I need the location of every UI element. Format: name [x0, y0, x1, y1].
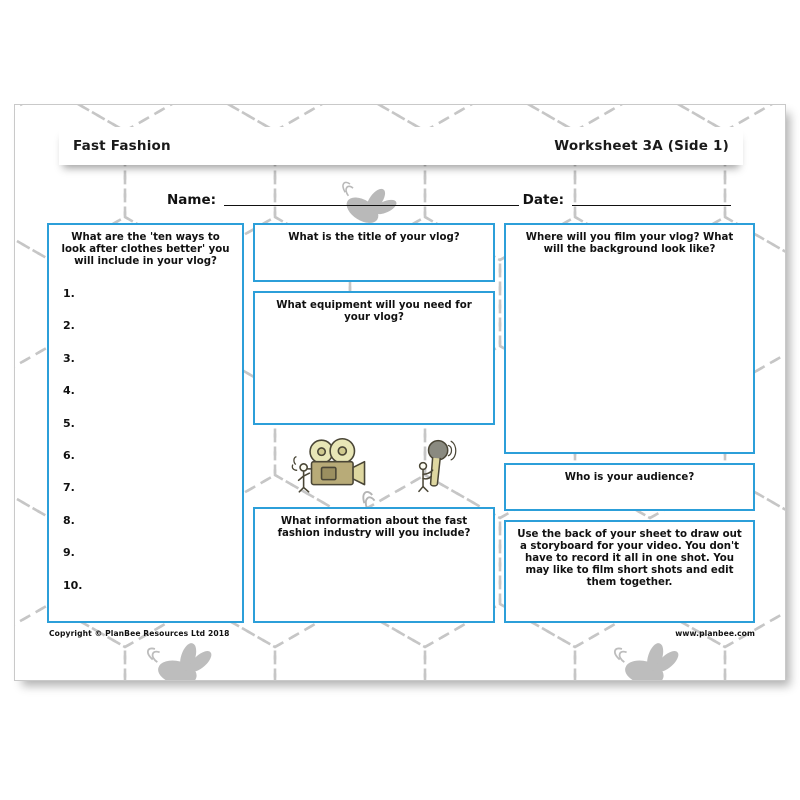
box-fast-fashion-info[interactable]: What information about the fast fashion … [253, 507, 495, 623]
box-vlog-title[interactable]: What is the title of your vlog? [253, 223, 495, 282]
bee-watermark [608, 634, 686, 680]
list-item: 10. [63, 578, 83, 592]
box-equipment[interactable]: What equipment will you need for your vl… [253, 291, 495, 425]
box-filming-location[interactable]: Where will you film your vlog? What will… [504, 223, 755, 454]
list-item: 6. [63, 449, 75, 463]
box-fast-fashion-info-question: What information about the fast fashion … [277, 516, 471, 540]
clipart-strip [253, 434, 495, 498]
column-middle: What is the title of your vlog? What equ… [253, 223, 495, 623]
worksheet-label: Worksheet 3A (Side 1) [554, 138, 729, 154]
worksheet-grid: What are the 'ten ways to look after clo… [47, 223, 755, 623]
box-equipment-question: What equipment will you need for your vl… [276, 300, 472, 324]
list-item: 8. [63, 513, 75, 527]
list-item: 5. [63, 416, 75, 430]
website-link[interactable]: www.planbee.com [675, 629, 755, 638]
box-storyboard-note-text: Use the back of your sheet to draw out a… [517, 529, 742, 589]
page-footer: Copyright © PlanBee Resources Ltd 2018 w… [49, 629, 755, 638]
name-field-group[interactable]: Name: [167, 192, 523, 209]
list-item: 1. [63, 287, 75, 301]
box-ten-ways[interactable]: What are the 'ten ways to look after clo… [47, 223, 244, 623]
page-surface: Fast Fashion Worksheet 3A (Side 1) Name:… [14, 104, 786, 681]
date-label: Date: [522, 192, 564, 208]
copyright-text: Copyright © PlanBee Resources Ltd 2018 [49, 629, 230, 638]
box-ten-ways-question: What are the 'ten ways to look after clo… [61, 232, 230, 268]
list-item: 7. [63, 481, 75, 495]
box-storyboard-note[interactable]: Use the back of your sheet to draw out a… [504, 520, 755, 623]
name-label: Name: [167, 192, 217, 208]
list-item: 9. [63, 546, 75, 560]
box-vlog-title-question: What is the title of your vlog? [288, 232, 460, 243]
worksheet-page: Fast Fashion Worksheet 3A (Side 1) Name:… [14, 104, 786, 681]
date-field-group[interactable]: Date: [523, 192, 735, 209]
bee-watermark [141, 634, 219, 680]
column-right: Where will you film your vlog? What will… [504, 223, 755, 623]
title-bar: Fast Fashion Worksheet 3A (Side 1) [59, 127, 743, 165]
box-audience-question: Who is your audience? [564, 472, 695, 483]
list-item: 2. [63, 319, 75, 333]
box-audience[interactable]: Who is your audience? [504, 463, 755, 511]
box-filming-location-question: Where will you film your vlog? What will… [525, 232, 734, 256]
microphone-icon [410, 437, 458, 495]
page-title: Fast Fashion [73, 138, 171, 154]
date-input-rule[interactable] [572, 205, 731, 206]
column-left: What are the 'ten ways to look after clo… [47, 223, 244, 623]
list-item: 4. [63, 384, 75, 398]
numbered-list: 1. 2. 3. 4. 5. 6. 7. 8. 9. 10. [49, 268, 242, 602]
list-item: 3. [63, 351, 75, 365]
name-date-row: Name: Date: [59, 183, 743, 209]
movie-camera-icon [290, 437, 376, 495]
name-input-rule[interactable] [224, 205, 519, 206]
